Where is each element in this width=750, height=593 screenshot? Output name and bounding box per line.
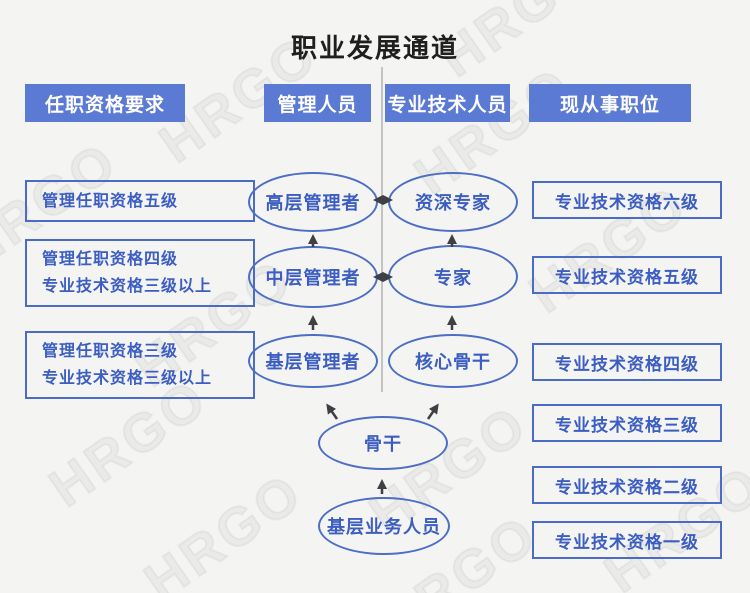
position-box-level-4: 专业技术资格四级 bbox=[532, 343, 722, 381]
node-core-backbone: 核心骨干 bbox=[388, 334, 518, 388]
header-qualification-requirements: 任职资格要求 bbox=[25, 84, 185, 122]
header-technical-staff: 专业技术人员 bbox=[385, 84, 510, 122]
position-box-level-1: 专业技术资格一级 bbox=[532, 521, 722, 559]
node-entry-staff: 基层业务人员 bbox=[318, 497, 450, 555]
node-middle-manager: 中层管理者 bbox=[248, 246, 378, 308]
node-backbone: 骨干 bbox=[318, 416, 448, 470]
position-box-level-5: 专业技术资格五级 bbox=[532, 256, 722, 294]
qualification-box-line: 专业技术资格三级以上 bbox=[42, 278, 213, 295]
node-senior-expert: 资深专家 bbox=[388, 172, 518, 232]
qualification-box-level-4: 管理任职资格四级 专业技术资格三级以上 bbox=[25, 239, 255, 307]
header-current-position: 现从事职位 bbox=[529, 84, 691, 122]
arrow-diagonal-right-icon bbox=[426, 403, 439, 420]
qualification-box-level-3: 管理任职资格三级 专业技术资格三级以上 bbox=[25, 331, 255, 399]
qualification-box-line: 管理任职资格五级 bbox=[42, 192, 179, 210]
column-divider-line bbox=[381, 67, 383, 392]
position-box-level-3: 专业技术资格三级 bbox=[532, 404, 722, 442]
qualification-box-level-5: 管理任职资格五级 bbox=[25, 180, 255, 222]
arrow-diagonal-left-icon bbox=[326, 403, 339, 420]
qualification-box-line: 专业技术资格三级以上 bbox=[42, 370, 213, 387]
page-title: 职业发展通道 bbox=[290, 33, 459, 63]
position-box-level-2: 专业技术资格二级 bbox=[532, 466, 722, 504]
node-junior-manager: 基层管理者 bbox=[248, 334, 378, 388]
qualification-box-line: 管理任职资格四级 bbox=[42, 251, 179, 268]
position-box-level-6: 专业技术资格六级 bbox=[532, 181, 722, 219]
qualification-box-line: 管理任职资格三级 bbox=[42, 343, 179, 360]
hrgo-watermark: HRGO bbox=[133, 460, 315, 593]
node-expert: 专家 bbox=[388, 245, 518, 308]
header-management-staff: 管理人员 bbox=[264, 84, 371, 122]
node-senior-manager: 高层管理者 bbox=[248, 172, 378, 232]
